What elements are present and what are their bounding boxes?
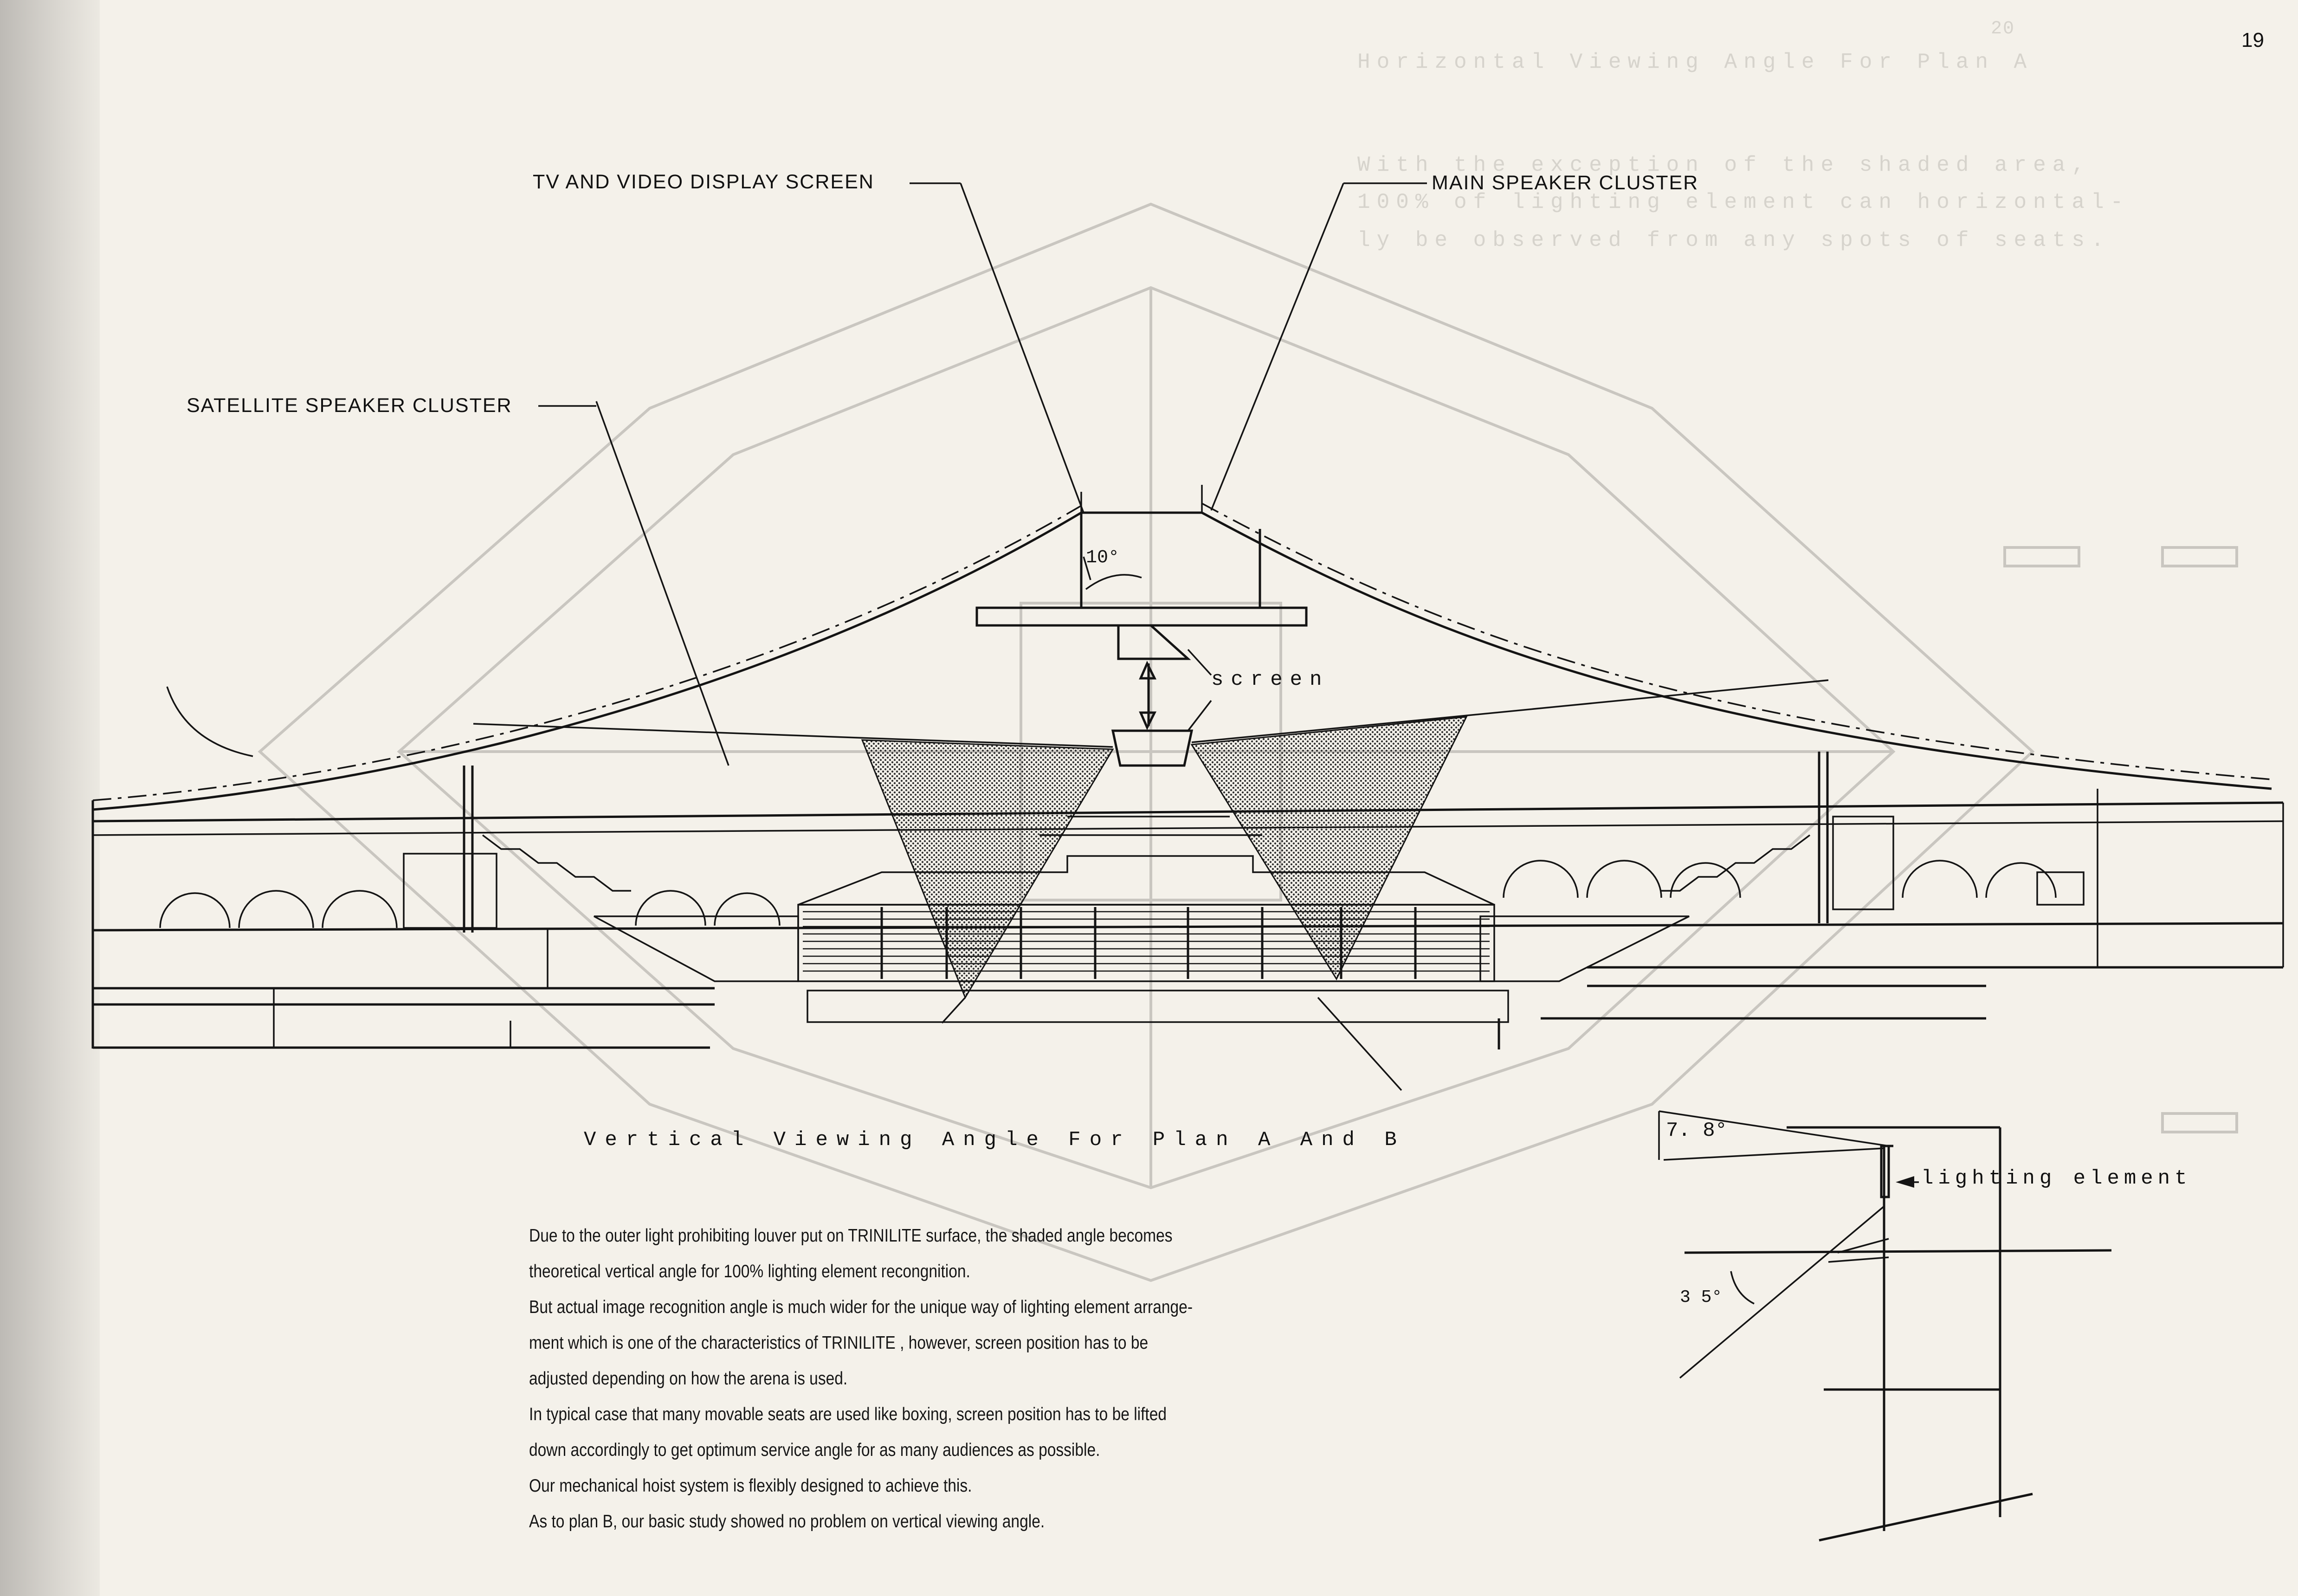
body-text: Due to the outer light prohibiting louve… [529, 1218, 1351, 1539]
show-through-arena-plan [258, 202, 2238, 1282]
show-through-page-number: 20 [1991, 19, 2015, 39]
sight-lines [473, 182, 1829, 1091]
body-line: As to plan B, our basic study showed no … [529, 1512, 1045, 1532]
body-line: Due to the outer light prohibiting louve… [529, 1226, 1173, 1246]
body-line: down accordingly to get optimum service … [529, 1440, 1100, 1460]
seat-rows [803, 911, 1490, 972]
body-line: Our mechanical hoist system is flexibly … [529, 1476, 972, 1496]
body-line: adjusted depending on how the arena is u… [529, 1369, 848, 1389]
label-angle-35: 3 5° [1680, 1287, 1723, 1307]
label-angle-78: 7. 8° [1666, 1119, 1728, 1142]
page-binding-shadow [0, 0, 100, 1596]
lighting-element-detail [1658, 1110, 2112, 1542]
label-screen: screen [1211, 668, 1330, 691]
page-number: 19 [2241, 29, 2264, 51]
body-line: But actual image recognition angle is mu… [529, 1297, 1193, 1317]
body-line: theoretical vertical angle for 100% ligh… [529, 1261, 970, 1281]
show-through-line-3: ly be observed from any spots of seats. [1357, 228, 2111, 252]
roof-structure [92, 485, 2272, 811]
figure-caption: Vertical Viewing Angle For Plan A And B [584, 1128, 1406, 1152]
label-angle-10: 10° [1086, 547, 1120, 568]
label-lighting-element: lighting element [1921, 1167, 2192, 1190]
label-satellite-speaker-cluster: SATELLITE SPEAKER CLUSTER [187, 394, 512, 417]
show-through-line-1: With the exception of the shaded area, [1357, 153, 2091, 177]
label-tv-display-screen: TV AND VIDEO DISPLAY SCREEN [533, 171, 874, 193]
show-through-line-2: 100% of lighting element can horizontal- [1357, 190, 2130, 214]
shaded-viewing-cones [861, 716, 1468, 999]
body-line: ment which is one of the characteristics… [529, 1333, 1149, 1353]
body-line: In typical case that many movable seats … [529, 1404, 1167, 1424]
show-through-title: Horizontal Viewing Angle For Plan A [1357, 50, 2033, 74]
tier-dividers [880, 907, 1417, 979]
screen-assembly [975, 513, 1308, 767]
label-main-speaker-cluster: MAIN SPEAKER CLUSTER [1432, 172, 1699, 194]
